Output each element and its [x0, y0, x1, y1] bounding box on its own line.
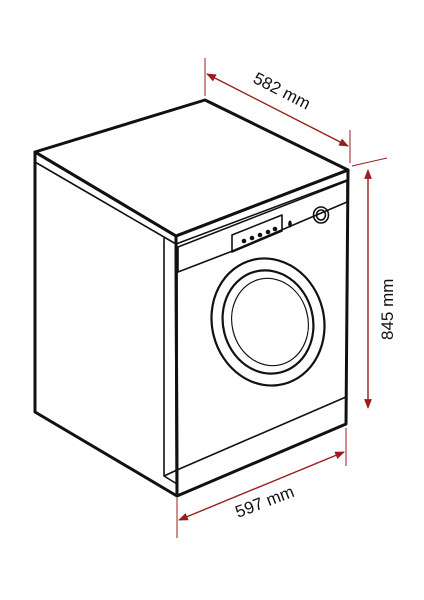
height-dimension: 845 mm [351, 157, 397, 409]
depth-label: 582 mm [250, 69, 313, 114]
top-panel [33, 98, 350, 238]
washing-machine [33, 98, 350, 498]
control-panel [177, 180, 348, 273]
door [210, 257, 326, 387]
program-knob [312, 206, 330, 224]
width-label: 597 mm [233, 482, 297, 522]
width-dimension: 597 mm [176, 428, 347, 538]
display-strip [231, 214, 283, 253]
front-panel [174, 168, 350, 498]
height-label: 845 mm [378, 279, 397, 340]
program-buttons [241, 226, 278, 244]
indicator-light [288, 220, 292, 228]
